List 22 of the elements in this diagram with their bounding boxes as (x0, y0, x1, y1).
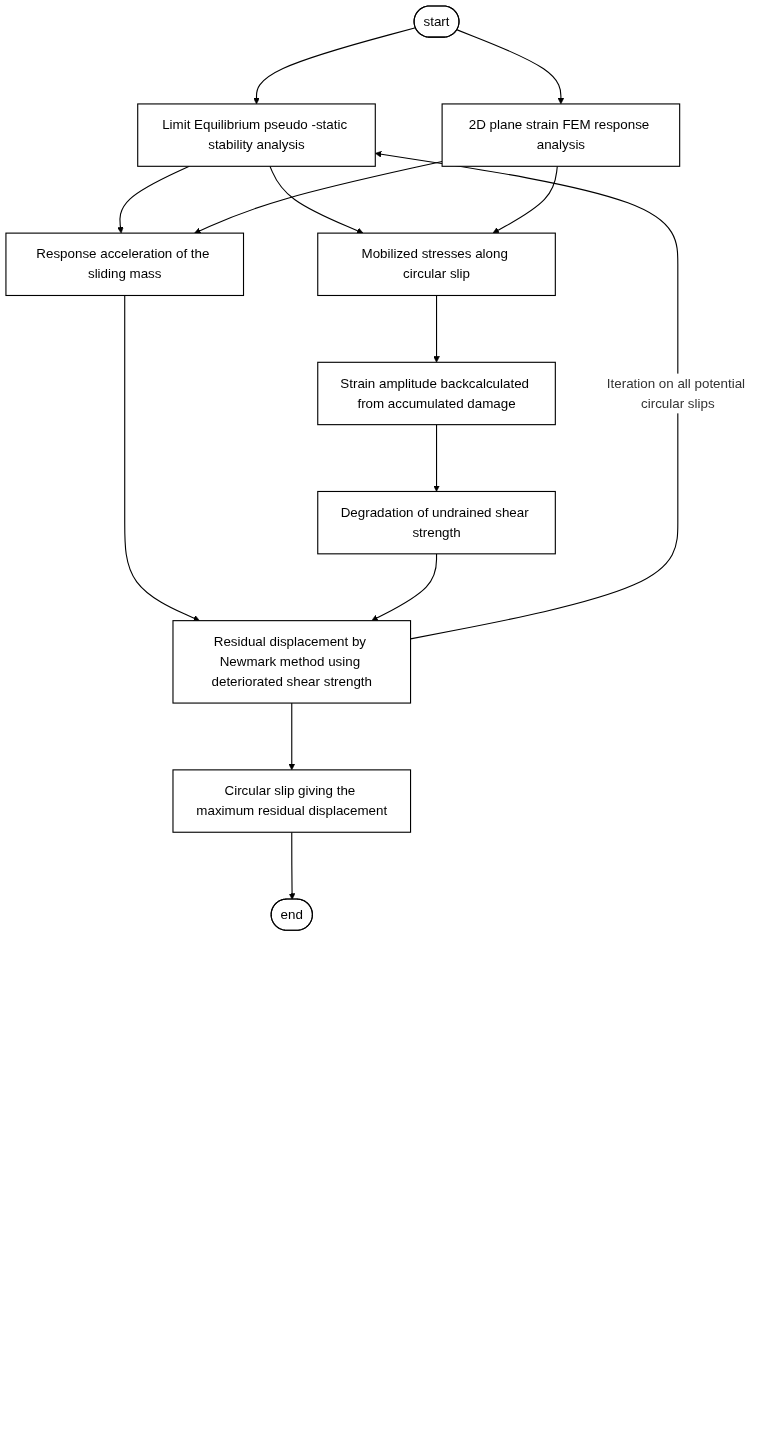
arrow (288, 702, 296, 771)
arrow (124, 294, 200, 622)
node-box: Strain amplitude backcalculated from accumulated damage (317, 361, 556, 426)
arrow (456, 29, 565, 105)
arrow (371, 553, 438, 621)
arrow (433, 424, 440, 492)
node-box: Limit Equilibrium pseudo -static stability analysis (137, 103, 376, 167)
arrow (375, 151, 679, 640)
node-box: Response acceleration of the sliding mass (5, 232, 245, 297)
arrow (288, 831, 296, 900)
arrow (117, 165, 190, 234)
arrow (492, 165, 558, 234)
arrow (269, 165, 364, 234)
node-box: Residual displacement by Newmark method using deteriorated shear strength (172, 620, 412, 704)
arrow (253, 27, 417, 105)
node-box: 2D plane strain FEM response analysis (441, 103, 681, 167)
node-box: Degradation of undrained shear strength (317, 490, 556, 555)
node-box: Mobilized stresses along circular slip (317, 232, 556, 297)
arrow (433, 294, 440, 363)
edge-label: Iteration on all potential circular slips (606, 375, 746, 411)
arrow (194, 160, 443, 234)
node-box: Circular slip giving the maximum residual displacement (172, 769, 412, 833)
